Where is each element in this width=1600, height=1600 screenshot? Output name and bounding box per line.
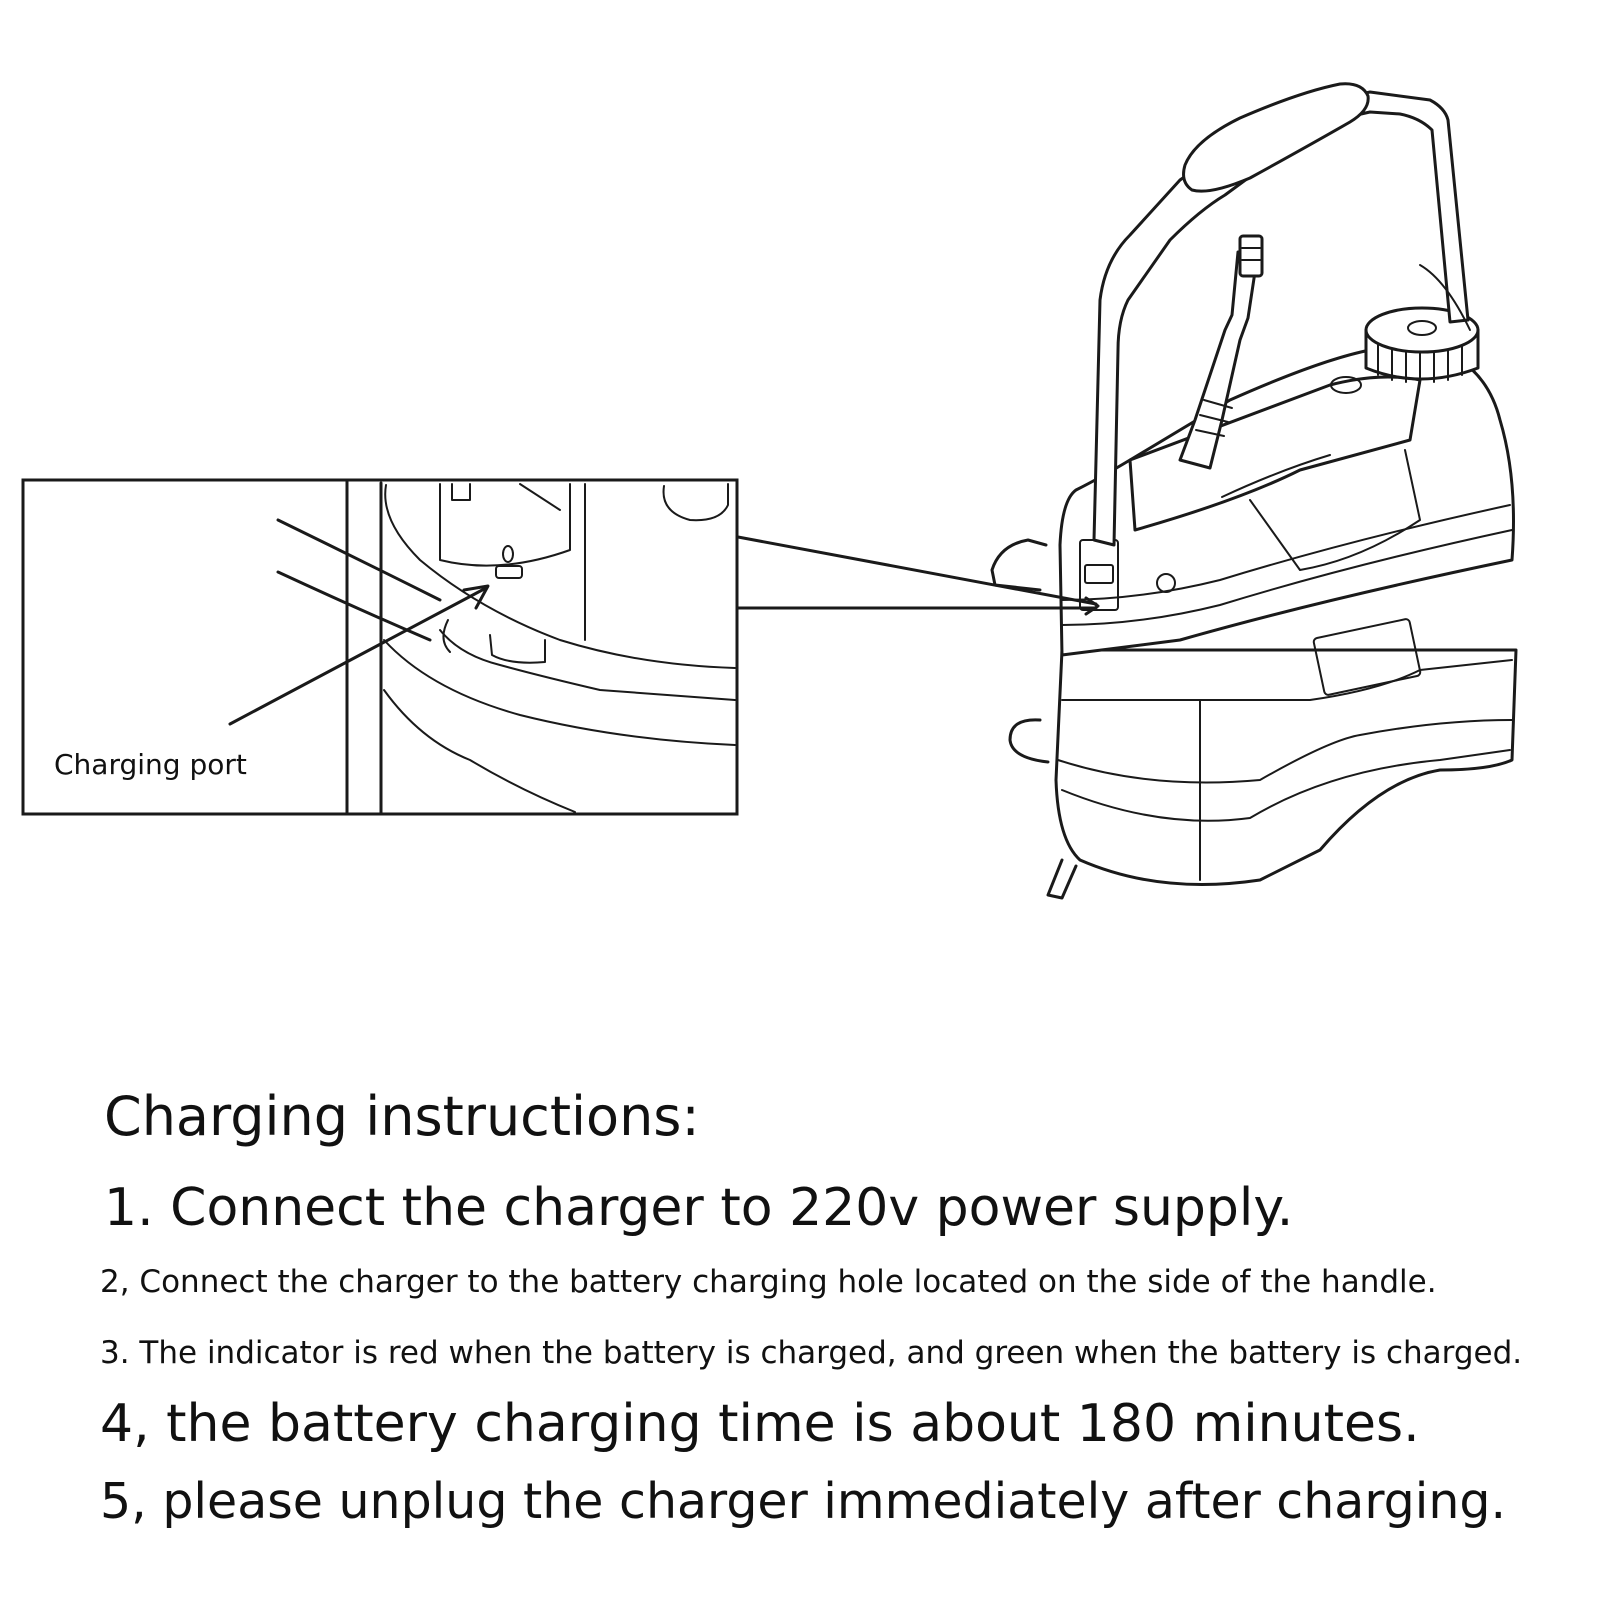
instruction-step-4: 4, the battery charging time is about 18… xyxy=(100,1394,1420,1454)
callout-connector xyxy=(736,535,1098,610)
sprayer-illustration xyxy=(21,82,1518,900)
instructions-title: Charging instructions: xyxy=(104,1085,700,1148)
instruction-step-3: 3. The indicator is red when the battery… xyxy=(100,1335,1523,1371)
sprayer-tank xyxy=(990,82,1518,900)
charging-port-label: Charging port xyxy=(54,748,247,781)
instruction-step-1: 1. Connect the charger to 220v power sup… xyxy=(104,1178,1294,1238)
charging-port-inset xyxy=(21,478,739,816)
instruction-step-2: 2, Connect the charger to the battery ch… xyxy=(100,1264,1437,1300)
instruction-step-5: 5, please unplug the charger immediately… xyxy=(100,1473,1507,1530)
